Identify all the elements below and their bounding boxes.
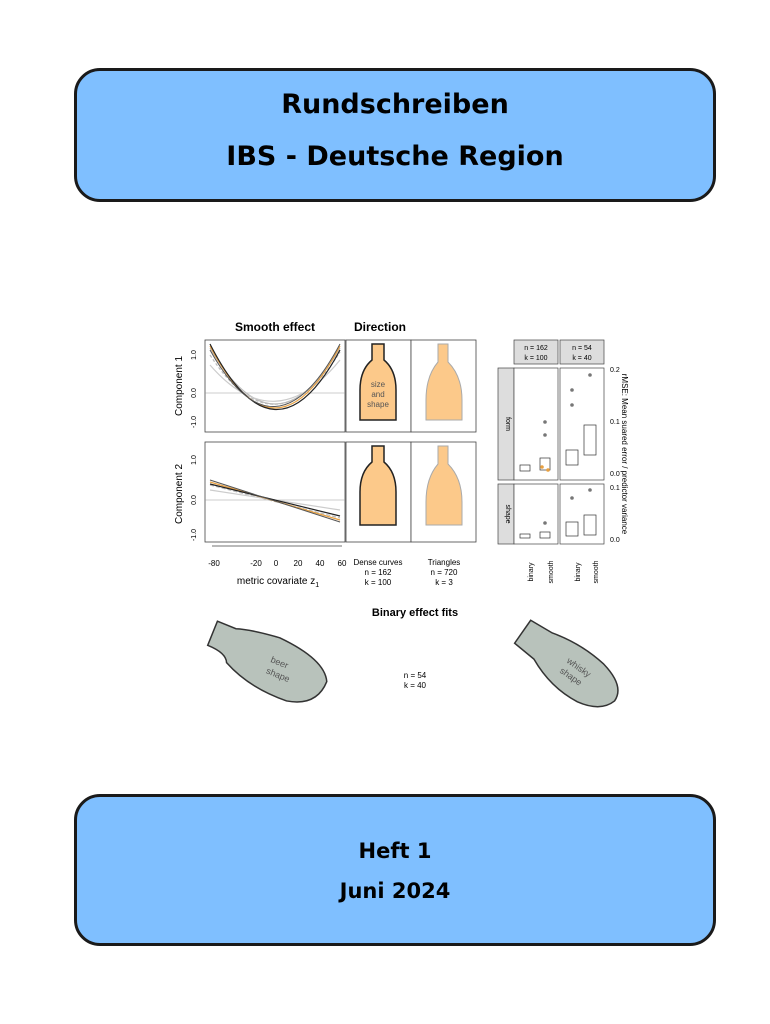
- comp1-ytick: 1.0: [191, 350, 198, 360]
- comp2-ytick: 1.0: [191, 455, 198, 465]
- whisky-bottle: whisky shape: [513, 619, 619, 708]
- bottle-shape: [359, 343, 397, 421]
- box-xlabel: smooth: [593, 560, 600, 583]
- direction-panels: size and shape: [345, 339, 477, 543]
- triangles-label: Triangles: [428, 558, 461, 567]
- comp2-ytick: -1.0: [191, 529, 198, 541]
- component2-label: Component 2: [174, 464, 185, 524]
- issue-date: Juni 2024: [339, 879, 451, 903]
- bottle-shape: [359, 445, 397, 526]
- component1-label: Component 1: [174, 356, 185, 416]
- box-xlabel: binary: [528, 562, 535, 582]
- box-header-k: k = 100: [524, 355, 547, 362]
- triangles-n: n = 720: [431, 568, 458, 577]
- box-header-k: k = 40: [572, 355, 591, 362]
- header-banner: Rundschreiben IBS - Deutsche Region: [74, 68, 716, 202]
- newsletter-title: Rundschreiben: [281, 89, 509, 120]
- dense-k: k = 100: [365, 578, 392, 587]
- binary-n: n = 54: [404, 671, 427, 680]
- cover-figure: Smooth effect Direction Component 1 1.0 …: [174, 320, 629, 708]
- smooth-effect-title: Smooth effect: [235, 320, 315, 334]
- box-header-n: n = 54: [572, 345, 592, 352]
- x-tick: 20: [294, 559, 303, 568]
- strip-shape: shape: [504, 504, 511, 523]
- dense-curves-label: Dense curves: [354, 558, 403, 567]
- component1-panel: Component 1 1.0 0.0 -1.0: [174, 339, 346, 433]
- box-right-tick: 0.1: [610, 485, 620, 492]
- issue-number: Heft 1: [358, 839, 432, 863]
- direction-title: Direction: [354, 320, 406, 334]
- binary-effect-title: Binary effect fits: [372, 607, 458, 619]
- beer-bottle: beer shape: [206, 620, 328, 703]
- box-y-label: rMSE: Mean suared error / predictor vari…: [620, 374, 629, 535]
- binary-k: k = 40: [404, 681, 427, 690]
- strip-form: form: [504, 417, 511, 431]
- boxplot-panel: n = 162 k = 100 n = 54 k = 40 form shape…: [497, 339, 629, 583]
- x-tick: 60: [338, 559, 347, 568]
- dense-n: n = 162: [365, 568, 392, 577]
- bottle-shape: [425, 445, 463, 526]
- box-right-tick: 0.0: [610, 471, 620, 478]
- box-xlabel: binary: [575, 562, 582, 582]
- x-tick: 40: [316, 559, 325, 568]
- region-title: IBS - Deutsche Region: [226, 141, 564, 172]
- comp2-ytick: 0.0: [191, 495, 198, 505]
- bottle-shape: [425, 343, 463, 421]
- bottle-text: size: [371, 380, 386, 389]
- bottle-text: and: [371, 390, 384, 399]
- box-right-tick: 0.0: [610, 537, 620, 544]
- x-tick: 0: [274, 559, 279, 568]
- comp1-ytick: -1.0: [191, 416, 198, 428]
- triangles-k: k = 3: [435, 578, 453, 587]
- box-right-tick: 0.2: [610, 367, 620, 374]
- bottle-text: shape: [367, 400, 389, 409]
- footer-banner: Heft 1 Juni 2024: [74, 794, 716, 946]
- x-tick: -80: [208, 559, 220, 568]
- comp1-ytick: 0.0: [191, 388, 198, 398]
- x-axis-label: metric covariate z1: [237, 576, 319, 589]
- box-right-tick: 0.1: [610, 419, 620, 426]
- component2-panel: Component 2 1.0 0.0 -1.0: [174, 441, 346, 543]
- box-xlabel: smooth: [548, 560, 555, 583]
- x-tick: -20: [250, 559, 262, 568]
- box-header-n: n = 162: [524, 345, 548, 352]
